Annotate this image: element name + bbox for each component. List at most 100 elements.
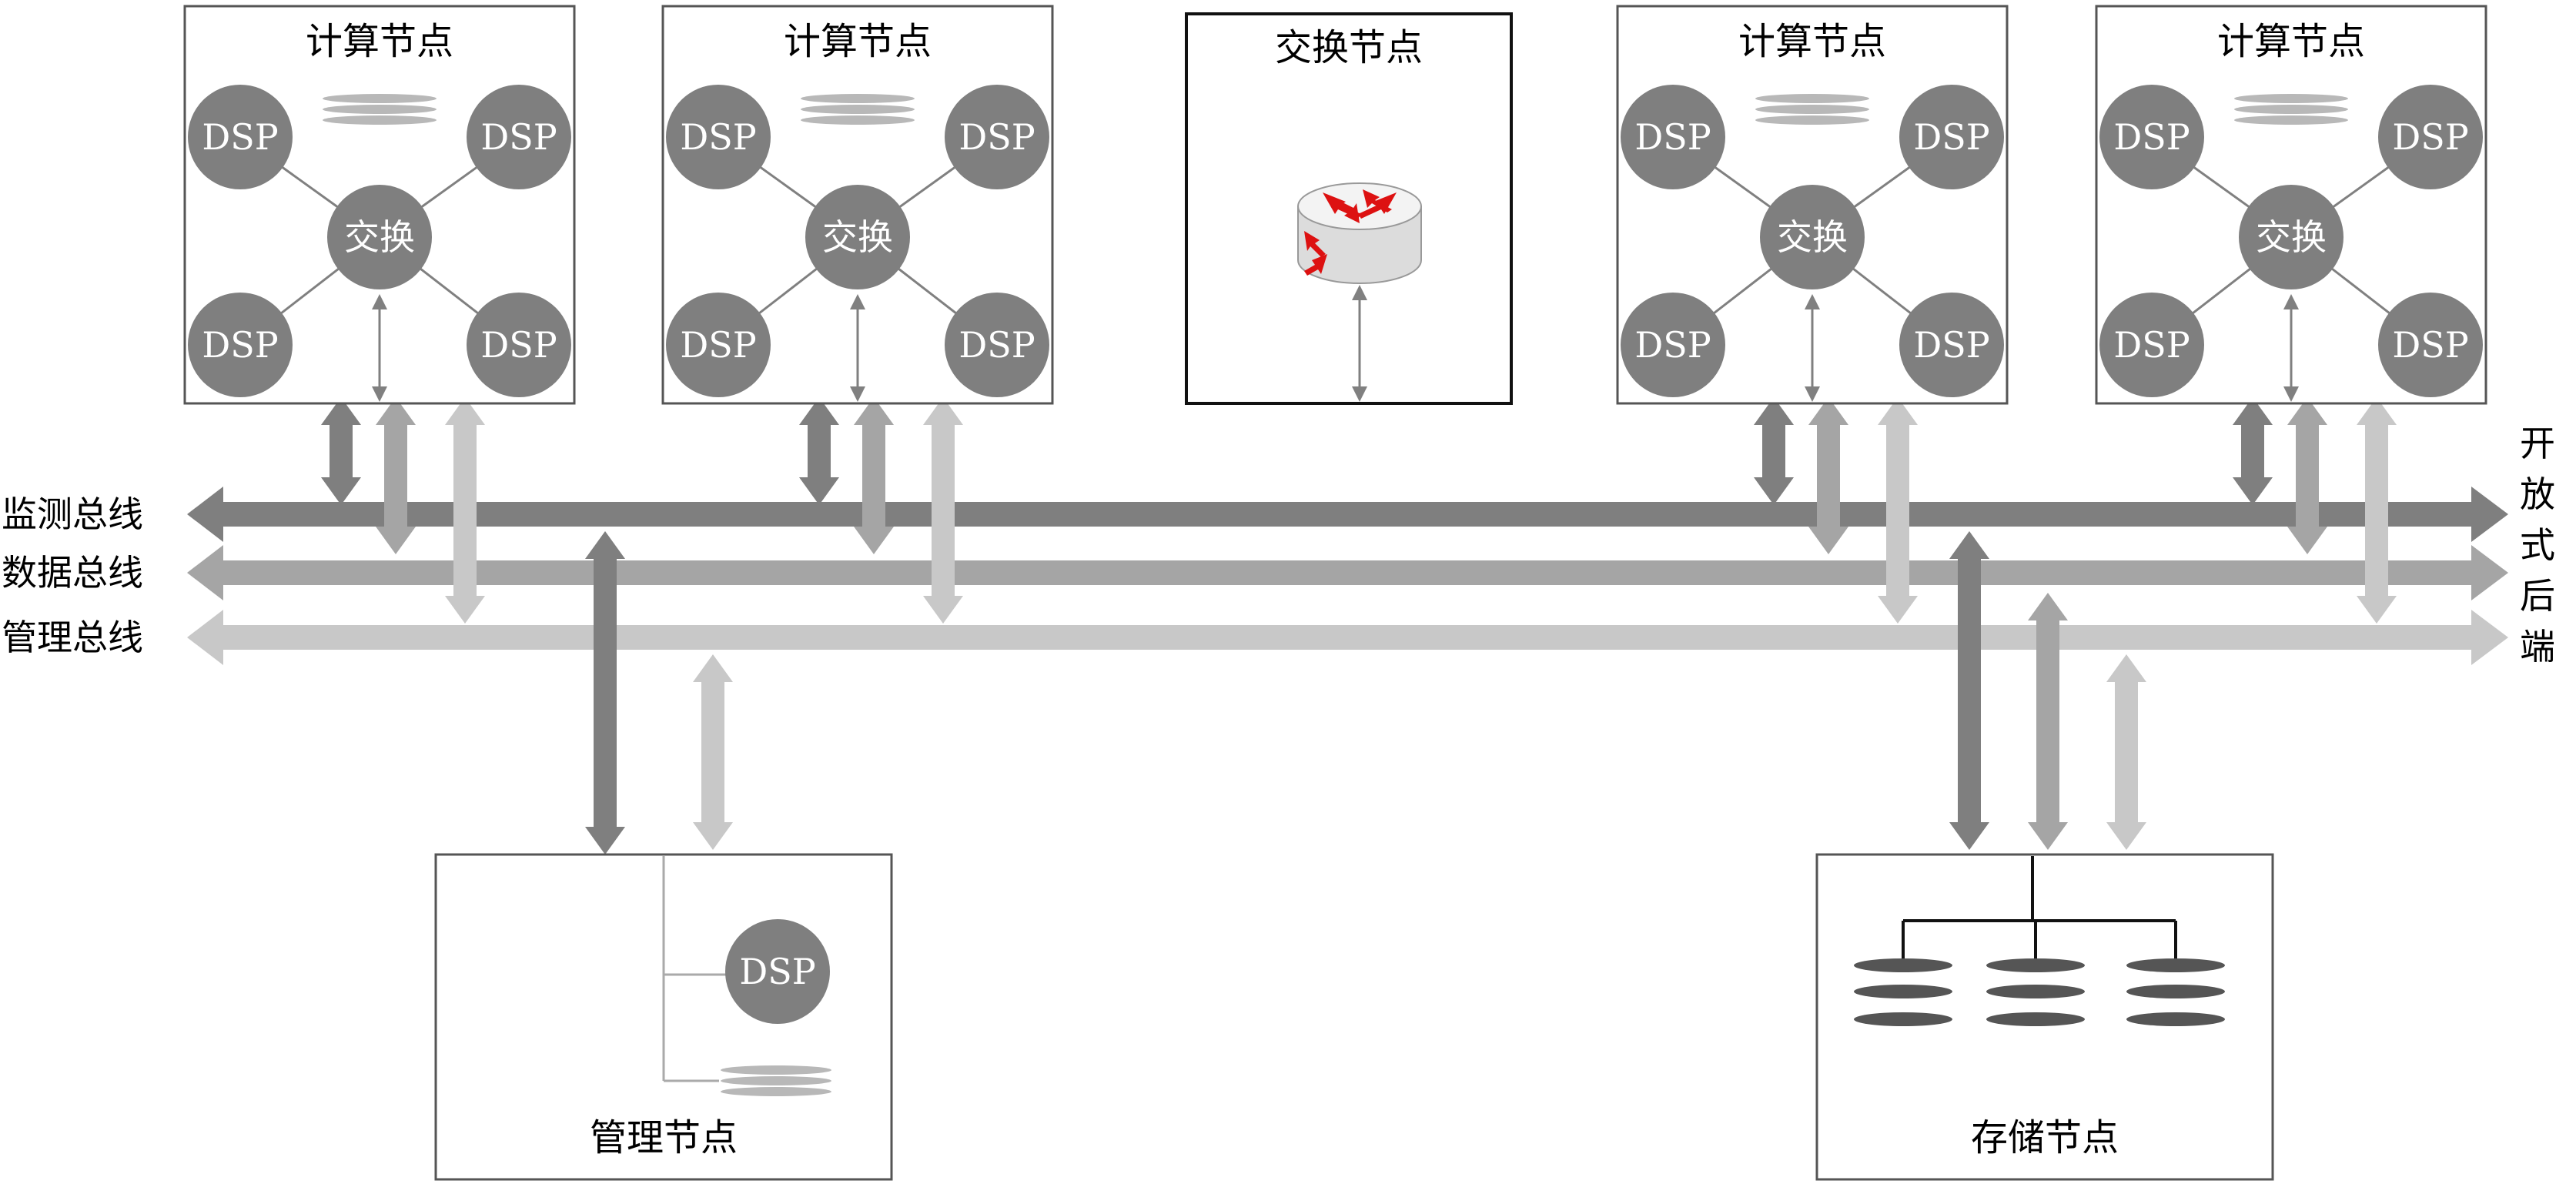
monitor-bus-link-arrow — [1949, 531, 1989, 850]
management-node: DSP 管理节点 — [434, 531, 893, 1181]
switch-node-title: 交换节点 — [1275, 26, 1423, 69]
dsp-chip-label: DSP — [1913, 116, 1989, 158]
memory-stack-icon — [721, 1065, 831, 1096]
data-bus-link-arrow — [2028, 593, 2068, 850]
switch-chip-label: 交换 — [822, 216, 893, 258]
dsp-chip — [188, 85, 293, 189]
management-dsp-label: DSP — [739, 951, 815, 992]
dsp-chip — [2099, 293, 2204, 397]
disk-platter — [2126, 985, 2225, 998]
storage-node: 存储节点 — [1815, 531, 2274, 1181]
disk-platter — [1986, 985, 2085, 998]
monitor-bus-link-arrow — [799, 397, 839, 505]
dsp-chip — [2378, 85, 2483, 189]
dsp-chip — [2099, 85, 2204, 189]
switch-node-link-arrow — [1352, 285, 1367, 402]
switch-chip — [327, 185, 432, 289]
mgmt-bus-link-arrow — [2357, 397, 2397, 624]
mgmt-bus-link-arrow — [445, 397, 485, 624]
compute-node-title: 计算节点 — [784, 20, 932, 63]
compute-node-title: 计算节点 — [306, 20, 453, 63]
monitor-bus-label: 监测总线 — [2, 493, 143, 535]
dsp-chip-label: DSP — [958, 116, 1035, 158]
open-backend-label-char-2: 放 — [2520, 473, 2555, 515]
disk-platter — [1986, 1012, 2085, 1026]
dsp-chip — [1621, 85, 1725, 189]
dsp-chip-label: DSP — [2113, 116, 2190, 158]
open-backend-label-char-3: 式 — [2520, 524, 2555, 566]
switch-chip-label: 交换 — [1777, 216, 1848, 258]
compute-node-4-bus-arrows — [2233, 397, 2397, 624]
monitor-bus-link-arrow — [321, 397, 361, 505]
dsp-chip-label: DSP — [1634, 324, 1711, 366]
dsp-chip-label: DSP — [680, 324, 756, 366]
dsp-chip-label: DSP — [958, 324, 1035, 366]
dsp-chip — [2378, 293, 2483, 397]
dsp-chip-label: DSP — [2392, 116, 2468, 158]
switch-chip-label: 交换 — [344, 216, 415, 258]
dsp-chip-label: DSP — [1634, 116, 1711, 158]
mgmt-bus-label: 管理总线 — [2, 617, 143, 658]
disk-platter — [1854, 958, 1952, 972]
disk-platter — [2126, 958, 2225, 972]
switch-chip-label: 交换 — [2256, 216, 2327, 258]
monitor-bus-link-arrow — [2233, 397, 2273, 505]
monitor-bus-link-arrow — [1754, 397, 1794, 505]
mgmt-bus-link-arrow — [923, 397, 963, 624]
management-node-title: 管理节点 — [590, 1116, 738, 1159]
dsp-chip — [467, 85, 571, 189]
monitor-bus-link-arrow — [585, 531, 625, 855]
monitor-bus-arrow — [187, 487, 2508, 542]
switch-node: 交换节点 — [1185, 12, 1513, 405]
memory-stack-icon — [323, 94, 437, 125]
switch-chip — [2239, 185, 2343, 289]
compute-node-1-bus-arrows — [321, 397, 485, 624]
router-icon — [1297, 182, 1422, 284]
data-bus-link-arrow — [376, 397, 416, 554]
bus-layer — [187, 487, 2508, 665]
disk-stack-icon — [1902, 856, 2177, 965]
dsp-chip — [945, 85, 1049, 189]
dsp-chip — [666, 85, 771, 189]
mgmt-bus-link-arrow — [2106, 654, 2146, 850]
dsp-chip — [945, 293, 1049, 397]
dsp-chip-label: DSP — [202, 116, 278, 158]
open-backend-label-char-4: 后 — [2520, 575, 2555, 617]
dsp-chip — [1899, 293, 2004, 397]
memory-stack-icon — [801, 94, 915, 125]
dsp-chip-label: DSP — [2113, 324, 2190, 366]
mgmt-bus-arrow — [187, 610, 2508, 665]
disk-platter — [1986, 958, 2085, 972]
disk-platter — [1854, 1012, 1952, 1026]
mgmt-bus-link-arrow — [1878, 397, 1918, 624]
data-bus-arrow — [187, 545, 2508, 600]
disk-platter — [1854, 985, 1952, 998]
dsp-chip-label: DSP — [202, 324, 278, 366]
dsp-chip — [1621, 293, 1725, 397]
disk-platter — [2126, 1012, 2225, 1026]
data-bus-link-arrow — [1808, 397, 1848, 554]
mgmt-bus-link-arrow — [693, 654, 733, 850]
compute-node-3-bus-arrows — [1754, 397, 1918, 624]
dsp-chip — [1899, 85, 2004, 189]
compute-node-2-bus-arrows — [799, 397, 963, 624]
storage-node-title: 存储节点 — [1971, 1116, 2119, 1159]
dsp-chip-label: DSP — [480, 324, 557, 366]
management-dsp-chip — [725, 919, 830, 1024]
dsp-chip-label: DSP — [1913, 324, 1989, 366]
dsp-chip-label: DSP — [2392, 324, 2468, 366]
open-backend-label-char-5: 端 — [2520, 626, 2555, 667]
data-bus-label: 数据总线 — [2, 552, 143, 594]
memory-stack-icon — [1755, 94, 1869, 125]
switch-chip — [805, 185, 910, 289]
dsp-chip-label: DSP — [680, 116, 756, 158]
compute-node-title: 计算节点 — [1738, 20, 1886, 63]
open-backend-label-char-1: 开 — [2520, 423, 2555, 464]
memory-stack-icon — [2234, 94, 2348, 125]
dsp-chip — [188, 293, 293, 397]
